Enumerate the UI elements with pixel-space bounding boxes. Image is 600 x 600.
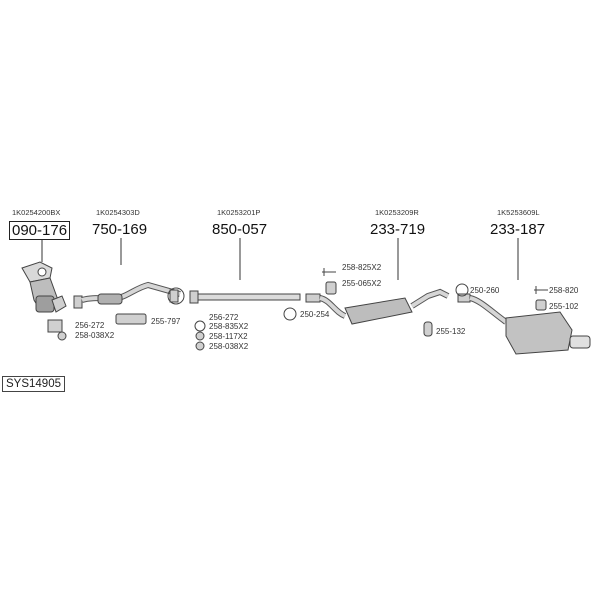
front-pipe-icon bbox=[73, 281, 181, 309]
accessory-label[interactable]: 258-835X2 bbox=[209, 322, 249, 331]
bolt-icon bbox=[534, 286, 548, 294]
oem-number-part-3: 1K0253201P bbox=[217, 208, 261, 217]
rubber-mount-icon bbox=[325, 281, 337, 295]
accessory-label[interactable]: 256-272 bbox=[75, 321, 105, 330]
accessory-label[interactable]: 258-038X2 bbox=[209, 342, 249, 351]
accessory-label[interactable]: 258-117X2 bbox=[209, 332, 248, 341]
part-number-part-5[interactable]: 233-187 bbox=[490, 221, 546, 238]
nut-icon bbox=[195, 341, 205, 351]
nut-icon bbox=[57, 331, 67, 341]
oem-number-part-1: 1K0254200BX bbox=[12, 208, 61, 217]
accessory-label[interactable]: 255-797 bbox=[151, 317, 181, 326]
accessory-label[interactable]: 255-065X2 bbox=[342, 279, 382, 288]
accessory-label[interactable]: 258-825X2 bbox=[342, 263, 382, 272]
bolt-icon bbox=[322, 268, 336, 276]
flange-plate-icon bbox=[115, 313, 147, 325]
rubber-mount-icon bbox=[535, 299, 547, 311]
middle-pipe-icon bbox=[189, 290, 301, 304]
accessory-label[interactable]: 255-102 bbox=[549, 302, 579, 311]
accessory-label[interactable]: 250-254 bbox=[300, 310, 330, 319]
middle-silencer-icon bbox=[305, 288, 450, 325]
catalytic-converter-icon bbox=[21, 261, 67, 313]
accessory-label[interactable]: 255-132 bbox=[436, 327, 466, 336]
gasket-ring-icon bbox=[167, 287, 185, 305]
clamp-icon bbox=[455, 283, 469, 297]
part-number-part-1[interactable]: 090-176 bbox=[9, 221, 71, 240]
part-number-part-2[interactable]: 750-169 bbox=[92, 221, 148, 238]
oem-number-part-4: 1K0253209R bbox=[375, 208, 419, 217]
rear-silencer-icon bbox=[457, 293, 591, 355]
part-number-part-4[interactable]: 233-719 bbox=[370, 221, 426, 238]
accessory-label[interactable]: 258-820 bbox=[549, 286, 579, 295]
spring-icon bbox=[195, 331, 205, 341]
gasket-icon bbox=[47, 319, 63, 333]
accessory-label[interactable]: 250-260 bbox=[470, 286, 500, 295]
oem-number-part-5: 1K5253609L bbox=[497, 208, 540, 217]
part-number-part-3[interactable]: 850-057 bbox=[212, 221, 268, 238]
system-code: SYS14905 bbox=[2, 376, 65, 392]
rubber-hanger-icon bbox=[423, 321, 433, 337]
accessory-label[interactable]: 258-038X2 bbox=[75, 331, 115, 340]
gasket-ring-icon bbox=[194, 320, 206, 332]
clamp-icon bbox=[283, 307, 297, 321]
oem-number-part-2: 1K0254303D bbox=[96, 208, 140, 217]
accessory-label[interactable]: 256-272 bbox=[209, 313, 239, 322]
